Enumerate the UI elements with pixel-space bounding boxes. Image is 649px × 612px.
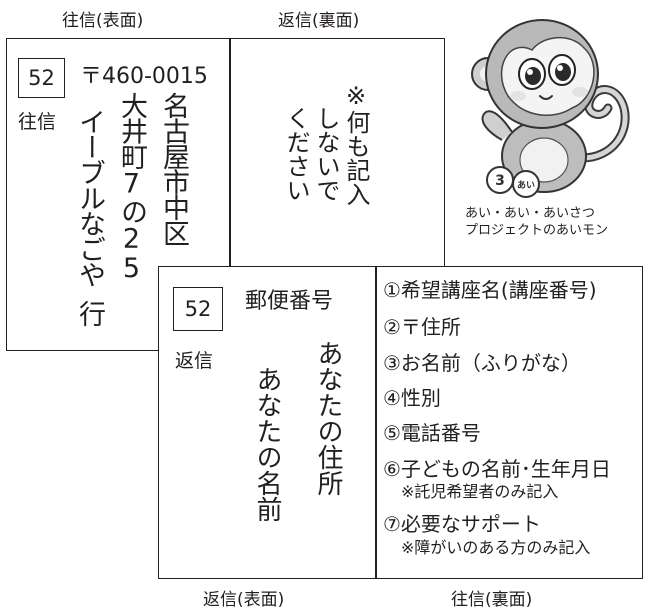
reply-postal-label: 郵便番号 [245,289,334,314]
mascot-caption: あい・あい・あいさつ プロジェクトのあいモン [465,205,608,239]
reply-your-address: あなたの住所 [313,340,343,496]
outgoing-address-line2: 大井町7の25 [116,92,147,283]
list-item: ①希望講座名(講座番号) [383,278,597,302]
mascot-badge-3: 3 [495,173,505,189]
label-reply-front: 返信(表面) [203,590,285,610]
list-item-note: ※障がいのある方のみ記入 [401,538,591,557]
list-item: ⑤電話番号 [383,421,481,445]
outgoing-postal-code: 〒460-0015 [80,64,208,89]
list-item-note: ※託児希望者のみ記入 [401,482,559,501]
outgoing-honorific: 行 [74,300,105,327]
reply-your-name: あなたの名前 [252,366,282,522]
reply-tag: 返信 [175,350,214,372]
outgoing-address-line1: 名古屋市中区 [158,92,189,245]
list-item: ⑦必要なサポート [383,512,541,536]
reply-code-box: 52 [173,287,223,331]
list-item: ④性別 [383,386,441,410]
mascot-caption-line1: あい・あい・あいさつ [465,206,596,221]
list-item: ⑥子どもの名前･生年月日 [383,457,611,481]
application-items-list: ①希望講座名(講座番号) ②〒住所 ③お名前（ふりがな） ④性別 ⑤電話番号 ⑥… [383,280,643,580]
list-item: ②〒住所 [383,315,461,339]
reply-postcard-divider [375,266,377,579]
outgoing-tag: 往信 [18,111,57,133]
list-item: ③お名前（ふりがな） [383,351,581,375]
outgoing-recipient: イーブルなごや [74,108,105,287]
reply-back-line3: ください [282,106,310,202]
label-outgoing-back: 往信(裏面) [451,590,533,610]
reply-postcard [158,266,643,579]
postcard-divider [229,38,231,268]
monkey-mascot: 3 あい [471,19,630,198]
reply-back-line2: しないで [312,106,340,202]
outgoing-code-box: 52 [18,58,65,98]
mascot-caption-line2: プロジェクトのあいモン [465,223,609,238]
label-outgoing-front: 往信(表面) [62,11,144,31]
reply-back-line1: ※何も記入 [342,82,370,206]
mascot-badge-ai: あい [517,180,535,191]
label-reply-back: 返信(裏面) [278,11,360,31]
